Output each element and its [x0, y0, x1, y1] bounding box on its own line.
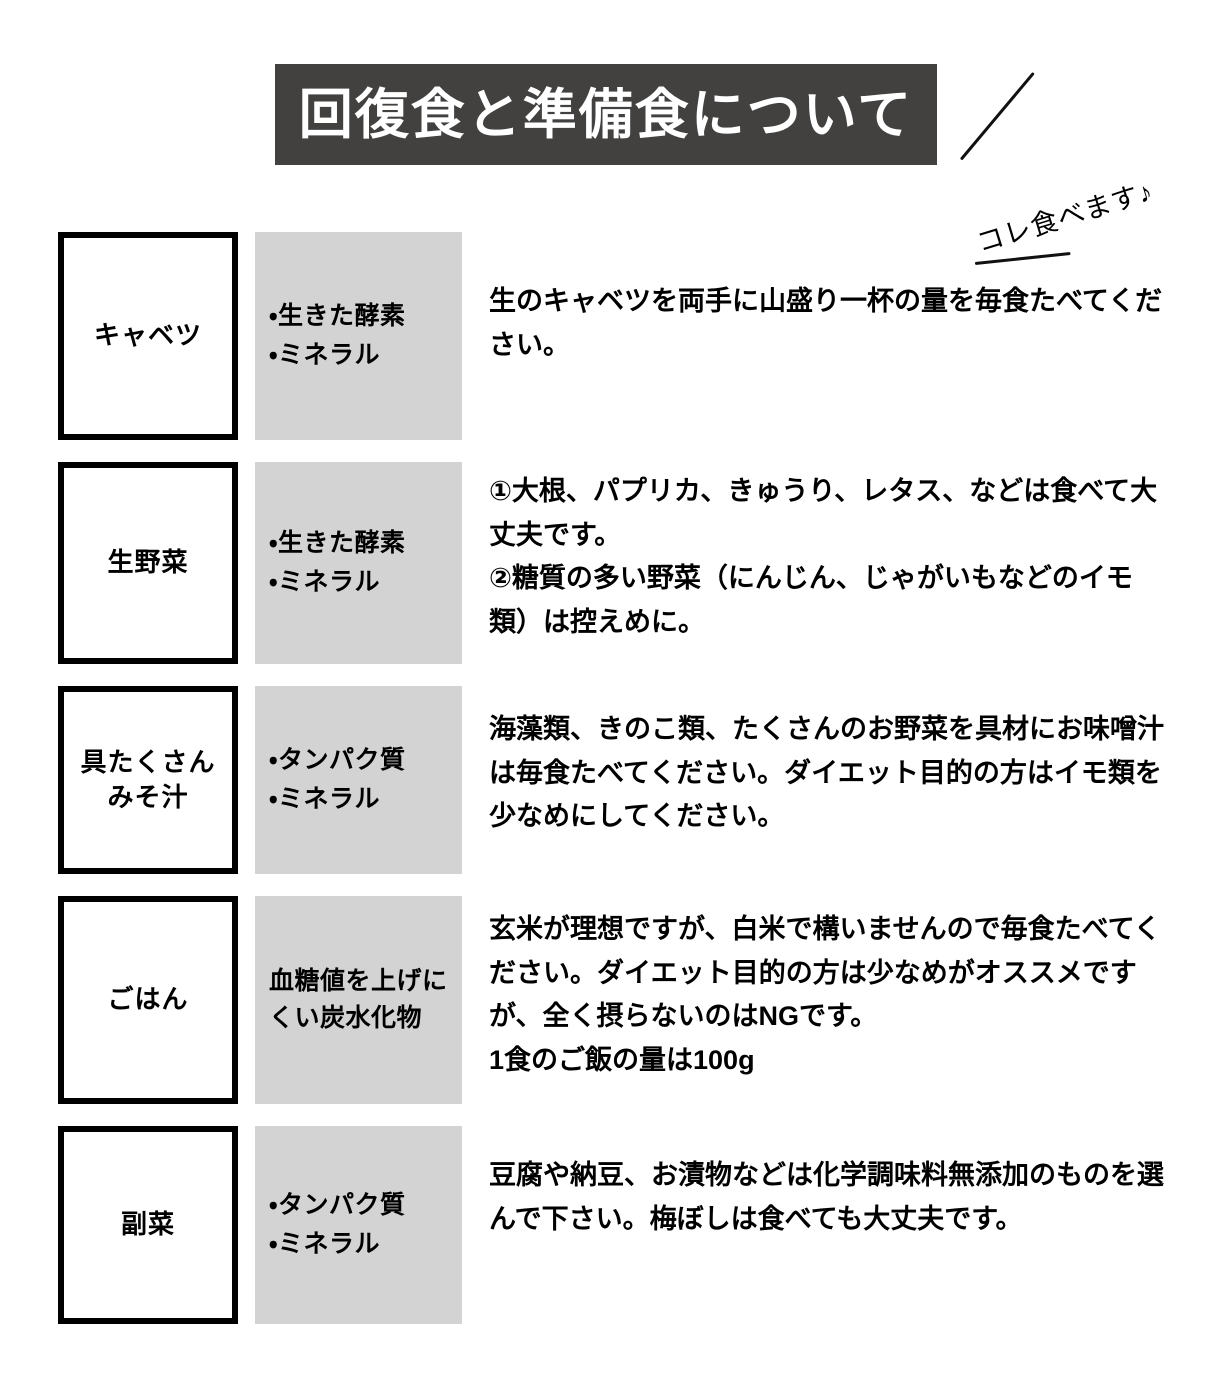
food-label: 生野菜 — [107, 547, 189, 578]
pointer-line-icon — [959, 71, 1035, 161]
food-description: ①大根、パプリカ、きゅうり、レタス、などは食べて大丈夫です。 ②糖質の多い野菜（… — [489, 476, 1158, 638]
table-row: 具たくさん みそ汁 ・タンパク質 ・ミネラル 海藻類、きのこ類、たくさんのお野菜… — [0, 686, 1210, 874]
food-guide-table: キャベツ ・生きた酵素 ・ミネラル 生のキャベツを両手に山盛り一杯の量を毎食たべ… — [0, 232, 1210, 1324]
nutrient-tag-box: ・タンパク質 ・ミネラル — [255, 686, 462, 874]
table-row: 生野菜 ・生きた酵素 ・ミネラル ①大根、パプリカ、きゅうり、レタス、などは食べ… — [0, 462, 1210, 664]
food-label: 具たくさん みそ汁 — [80, 746, 216, 812]
nutrient-tag-box: ・タンパク質 ・ミネラル — [255, 1126, 462, 1324]
nutrient-tags: ・生きた酵素 ・ミネラル — [269, 302, 406, 369]
food-description: 生のキャベツを両手に山盛り一杯の量を毎食たべてください。 — [489, 286, 1163, 360]
nutrient-tags: ・タンパク質 ・ミネラル — [269, 746, 406, 813]
nutrient-tags: 血糖値を上げにくい炭水化物 — [269, 966, 448, 1033]
food-label: ごはん — [107, 984, 189, 1015]
table-row: キャベツ ・生きた酵素 ・ミネラル 生のキャベツを両手に山盛り一杯の量を毎食たべ… — [0, 232, 1210, 440]
food-label-box: ごはん — [58, 896, 238, 1104]
nutrient-tag-box: ・生きた酵素 ・ミネラル — [255, 232, 462, 440]
nutrient-tags: ・タンパク質 ・ミネラル — [269, 1191, 406, 1258]
table-row: ごはん 血糖値を上げにくい炭水化物 玄米が理想ですが、白米で構いませんので毎食た… — [0, 896, 1210, 1104]
food-label: キャベツ — [93, 320, 202, 351]
nutrient-tags: ・生きた酵素 ・ミネラル — [269, 529, 406, 596]
food-label-box: 生野菜 — [58, 462, 238, 664]
food-label-box: 具たくさん みそ汁 — [58, 686, 238, 874]
nutrient-tag-box: ・生きた酵素 ・ミネラル — [255, 462, 462, 664]
title-banner: 回復食と準備食について — [275, 64, 937, 165]
food-label-box: キャベツ — [58, 232, 238, 440]
page-title: 回復食と準備食について — [298, 84, 914, 145]
food-label-box: 副菜 — [58, 1126, 238, 1324]
food-description: 玄米が理想ですが、白米で構いませんので毎食たべてください。ダイエット目的の方は少… — [489, 914, 1161, 1076]
table-row: 副菜 ・タンパク質 ・ミネラル 豆腐や納豆、お漬物などは化学調味料無添加のものを… — [0, 1126, 1210, 1324]
nutrient-tag-box: 血糖値を上げにくい炭水化物 — [255, 896, 462, 1104]
food-label: 副菜 — [120, 1209, 175, 1240]
food-description: 海藻類、きのこ類、たくさんのお野菜を具材にお味噌汁は毎食たべてください。ダイエッ… — [489, 714, 1164, 832]
food-description: 豆腐や納豆、お漬物などは化学調味料無添加のものを選んで下さい。梅ぼしは食べても大… — [489, 1160, 1164, 1234]
